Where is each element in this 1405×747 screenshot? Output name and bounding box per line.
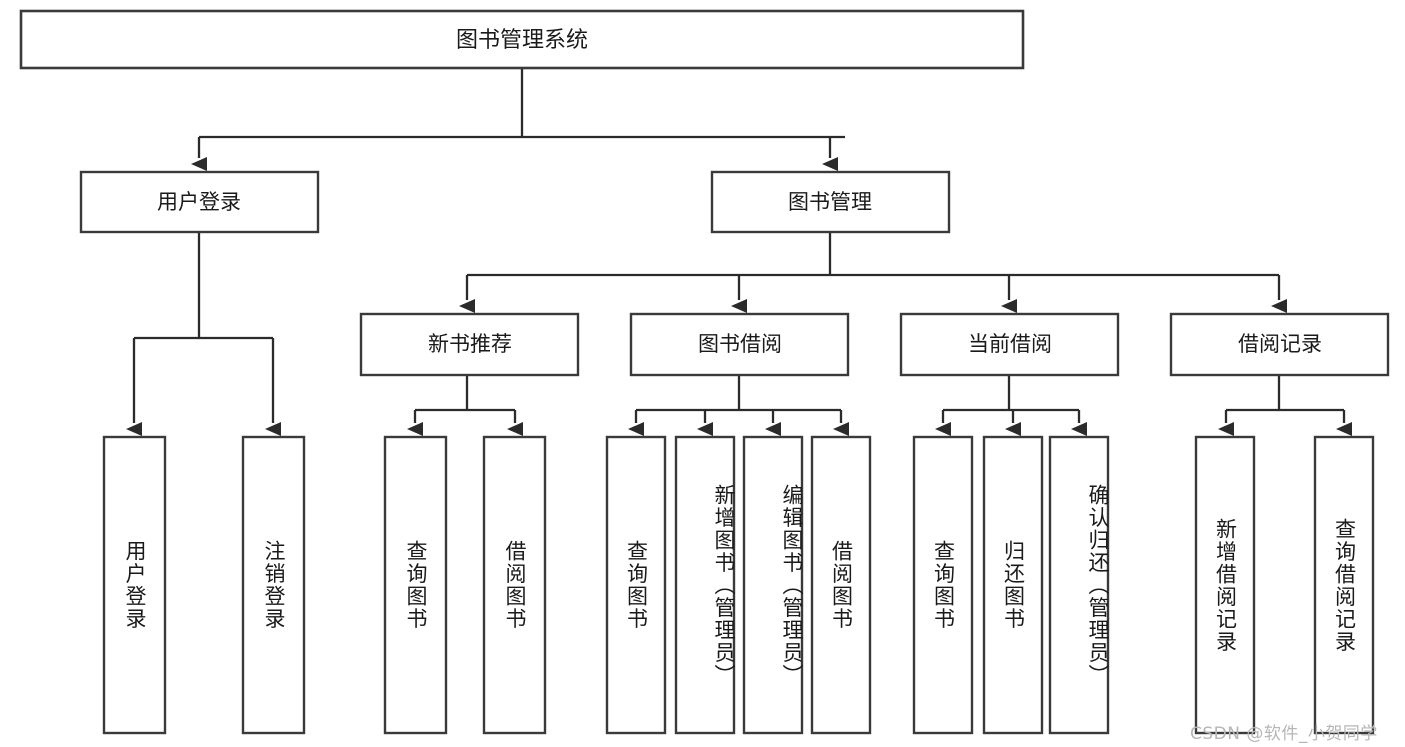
node-root-system-box[interactable]: [19, 9, 1025, 70]
node-new-book-recommend-box[interactable]: [359, 312, 580, 377]
csdn-watermark: CSDN @软件_小贺同学: [1190, 724, 1378, 744]
node-user-login[interactable]: 用户登录: [79, 170, 320, 234]
node-root-system[interactable]: 图书管理系统: [19, 9, 1025, 70]
node-leaf-query-book-rec-box[interactable]: [383, 435, 448, 735]
node-leaf-logout-box[interactable]: [241, 435, 306, 735]
edge-group-new-book-recommend: [407, 375, 523, 436]
node-leaf-borrow-book-box[interactable]: [810, 435, 872, 735]
node-current-borrow-label: 当前借阅: [968, 332, 1052, 356]
node-book-borrow[interactable]: 图书借阅: [629, 312, 850, 377]
node-leaf-return-book-box[interactable]: [982, 435, 1044, 735]
node-leaf-add-record-box[interactable]: [1194, 435, 1256, 735]
node-leaf-user-login-box[interactable]: [102, 435, 167, 735]
node-leaf-query-book-borrow-box[interactable]: [605, 435, 667, 735]
node-user-login-label: 用户登录: [157, 190, 241, 214]
edge-group-borrow-record: [1218, 375, 1352, 436]
node-leaf-confirm-return-box[interactable]: [1048, 435, 1110, 735]
edge-group-current-borrow: [935, 375, 1087, 436]
node-book-manage-label: 图书管理: [788, 190, 872, 214]
node-root-system-label: 图书管理系统: [456, 28, 588, 53]
node-current-borrow-box[interactable]: [899, 312, 1120, 377]
node-new-book-recommend[interactable]: 新书推荐: [359, 312, 580, 377]
node-new-book-recommend-label: 新书推荐: [428, 332, 512, 356]
node-leaf-borrow-book-rec-box[interactable]: [482, 435, 547, 735]
edge-group-user-login: [126, 232, 281, 436]
node-leaf-add-book-box[interactable]: [674, 435, 736, 735]
node-leaf-edit-book-box[interactable]: [742, 435, 804, 735]
node-book-manage[interactable]: 图书管理: [710, 170, 951, 234]
edge-group-book-borrow: [628, 375, 849, 436]
node-leaf-query-book-cur-box[interactable]: [912, 435, 974, 735]
node-book-manage-box[interactable]: [710, 170, 951, 234]
node-current-borrow[interactable]: 当前借阅: [899, 312, 1120, 377]
node-user-login-box[interactable]: [79, 170, 320, 234]
node-leaf-query-record-box[interactable]: [1313, 435, 1375, 735]
edge-group-book-manage: [459, 232, 1287, 313]
node-borrow-record-label: 借阅记录: [1238, 332, 1322, 356]
edge-group-root: [191, 68, 845, 171]
node-book-borrow-label: 图书借阅: [698, 332, 782, 356]
node-borrow-record[interactable]: 借阅记录: [1169, 312, 1390, 377]
node-book-borrow-box[interactable]: [629, 312, 850, 377]
node-borrow-record-box[interactable]: [1169, 312, 1390, 377]
